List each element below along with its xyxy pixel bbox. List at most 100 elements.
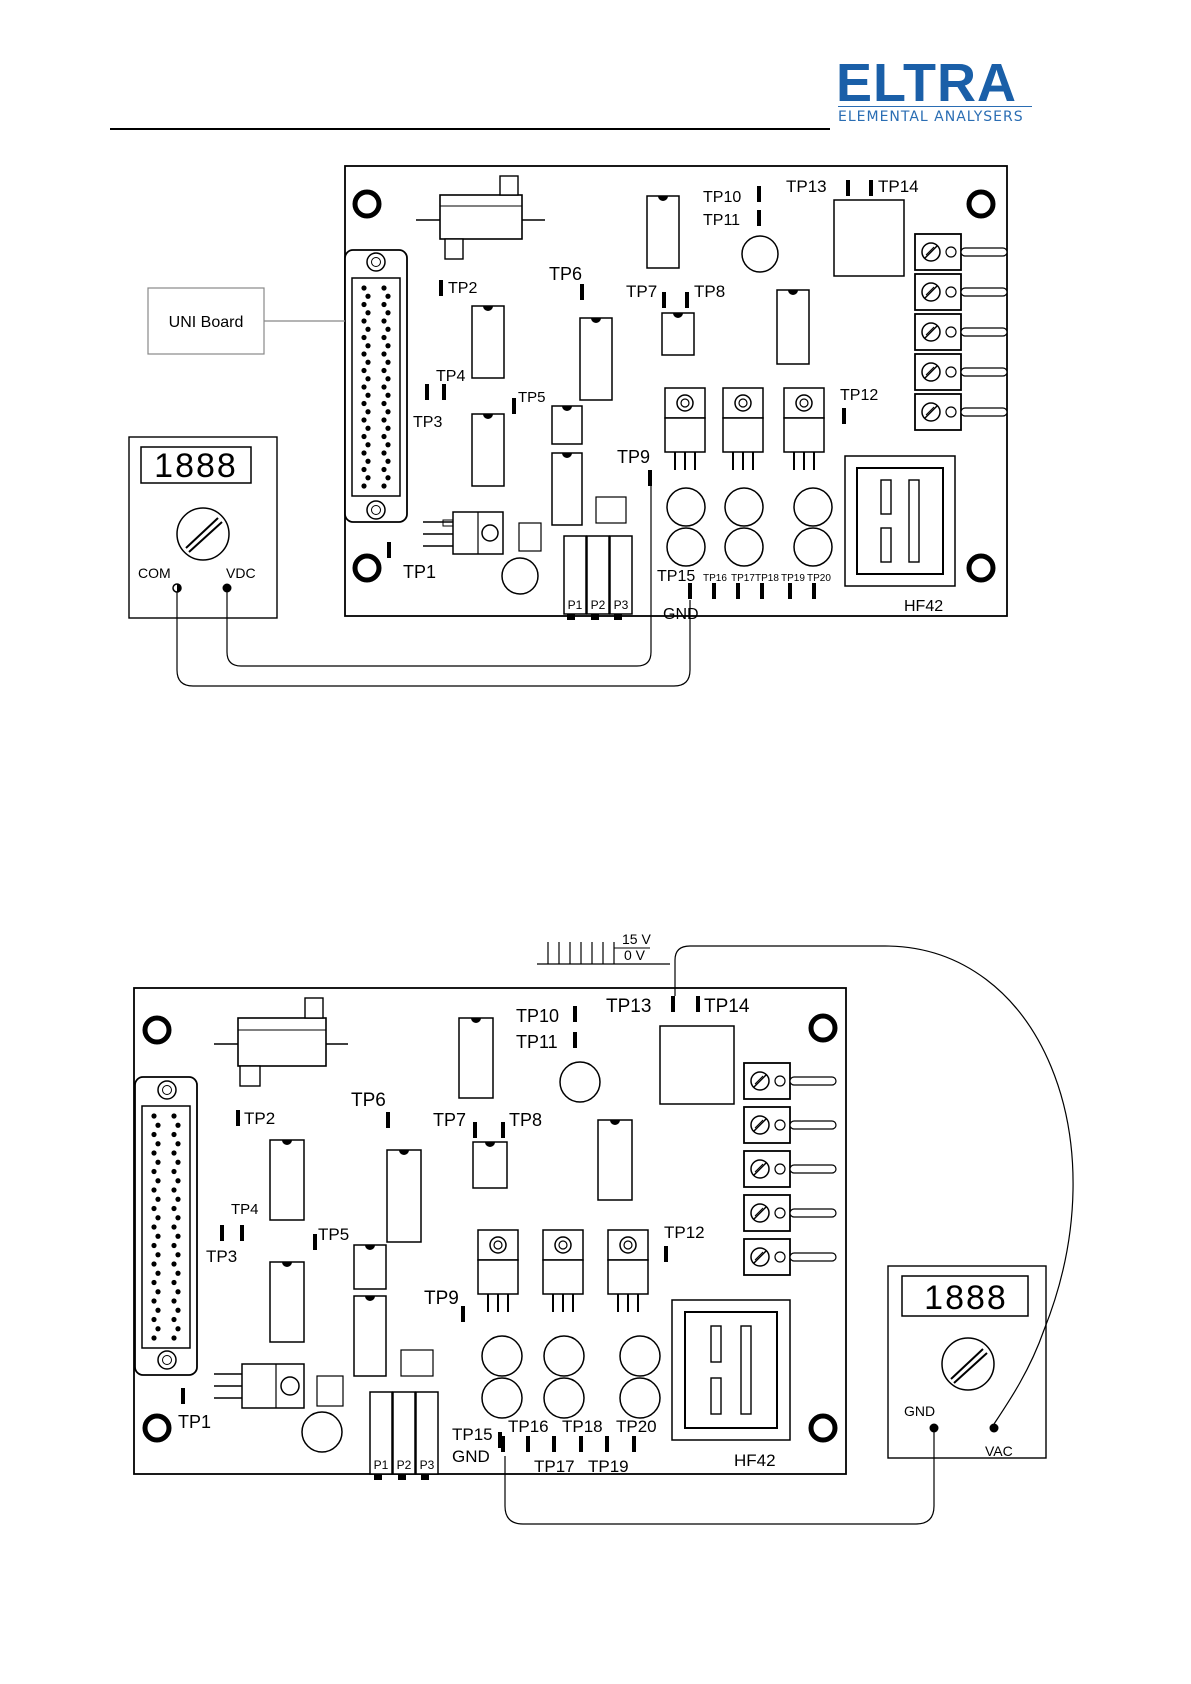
connector-pin (365, 409, 370, 414)
connector-pin (361, 401, 366, 406)
ic-chip (354, 1245, 386, 1289)
connector-pin (381, 401, 386, 406)
connector-pin (361, 434, 366, 439)
connector-pin (175, 1141, 180, 1146)
connector-pin (361, 318, 366, 323)
connector-pin (385, 294, 390, 299)
connector-pin (175, 1160, 180, 1165)
mounting-hole (811, 1016, 835, 1040)
tp14-label: TP14 (704, 996, 750, 1017)
connector-pin (175, 1252, 180, 1257)
connector-pin (385, 459, 390, 464)
connector-pin (361, 417, 366, 422)
connector-pin (155, 1178, 160, 1183)
ic-chip (647, 196, 679, 268)
supply-0v-label: 0 V (624, 947, 646, 963)
tp11-label: TP11 (516, 1032, 558, 1052)
tp12-label: TP12 (840, 387, 878, 404)
tp11-label: TP11 (703, 212, 740, 229)
connector-pin (171, 1243, 176, 1248)
connector-pin (381, 285, 386, 290)
small-component (519, 523, 541, 551)
tp13-label: TP13 (606, 996, 651, 1017)
gnd-label: GND (452, 1447, 490, 1466)
connector-pin (361, 285, 366, 290)
hf-transformer (845, 456, 955, 586)
connector-pin (361, 450, 366, 455)
ic-chip (598, 1120, 632, 1200)
mounting-hole (145, 1416, 169, 1440)
connector-pin (385, 442, 390, 447)
coil-component (834, 200, 904, 276)
connector-pin (155, 1326, 160, 1331)
ic-chip (662, 313, 694, 355)
diagram-2: 15 V 0 V (134, 931, 1073, 1524)
capacitor (560, 1062, 600, 1102)
capacitor (502, 558, 538, 594)
connector-pin (385, 409, 390, 414)
tp2-label: TP2 (448, 280, 477, 297)
tp13-label: TP13 (786, 177, 827, 196)
tp18-label: TP18 (755, 573, 779, 584)
board-label-hf42: HF42 (734, 1451, 776, 1470)
connector-pin (151, 1113, 156, 1118)
connector-pin (151, 1317, 156, 1322)
capacitor (302, 1412, 342, 1452)
connector-pin (365, 426, 370, 431)
connector-pin (175, 1289, 180, 1294)
coil-component (660, 1026, 734, 1104)
connector-pin (151, 1298, 156, 1303)
tp17-label: TP17 (731, 573, 755, 584)
tp20-label: TP20 (616, 1417, 657, 1436)
connector-pin (151, 1261, 156, 1266)
gnd-label: GND (663, 606, 699, 623)
ic-chip (473, 1142, 507, 1188)
regulator (543, 1230, 583, 1312)
mounting-hole (969, 192, 993, 216)
connector-pin (365, 459, 370, 464)
tp19-label: TP19 (781, 573, 805, 584)
meter-com-label: COM (138, 565, 171, 581)
ic-chip (472, 306, 504, 378)
connector-pin (155, 1123, 160, 1128)
connector-pin (171, 1280, 176, 1285)
tp9-label: TP9 (617, 447, 650, 467)
pot-label-p2: P2 (397, 1458, 412, 1472)
tp17-label: TP17 (534, 1457, 575, 1476)
connector-pin (171, 1261, 176, 1266)
pot-label-p1: P1 (568, 598, 583, 612)
small-regulator (214, 1364, 304, 1408)
tp1-label: TP1 (403, 562, 436, 582)
meter-vac-label: VAC (985, 1443, 1013, 1459)
connector-pin (155, 1289, 160, 1294)
tp4-label: TP4 (436, 368, 465, 385)
connector-pin (175, 1197, 180, 1202)
tp14-label: TP14 (878, 177, 919, 196)
connector-pin (385, 376, 390, 381)
small-component (596, 497, 626, 523)
connector-pin (155, 1141, 160, 1146)
tp12-label: TP12 (664, 1223, 705, 1242)
tp3-label: TP3 (206, 1247, 237, 1266)
ic-chip (472, 414, 504, 486)
ic-chip (270, 1262, 304, 1342)
connector-pin (385, 393, 390, 398)
connector-pin (155, 1252, 160, 1257)
connector-pin (381, 335, 386, 340)
connector-pin (361, 351, 366, 356)
connector-pin (381, 450, 386, 455)
regulator (665, 388, 705, 470)
ic-chip (552, 453, 582, 525)
connector-pin (385, 426, 390, 431)
connector-pin (151, 1224, 156, 1229)
meter-vdc-label: VDC (226, 565, 256, 581)
regulator (608, 1230, 648, 1312)
connector-pin (155, 1215, 160, 1220)
tp8-label: TP8 (694, 282, 725, 301)
capacitor-bank (667, 488, 832, 566)
connector-pin (381, 483, 386, 488)
probe-wire-gnd (505, 1432, 934, 1524)
supply-15v-label: 15 V (622, 931, 651, 947)
connector-pin (171, 1317, 176, 1322)
connector-pin (365, 310, 370, 315)
